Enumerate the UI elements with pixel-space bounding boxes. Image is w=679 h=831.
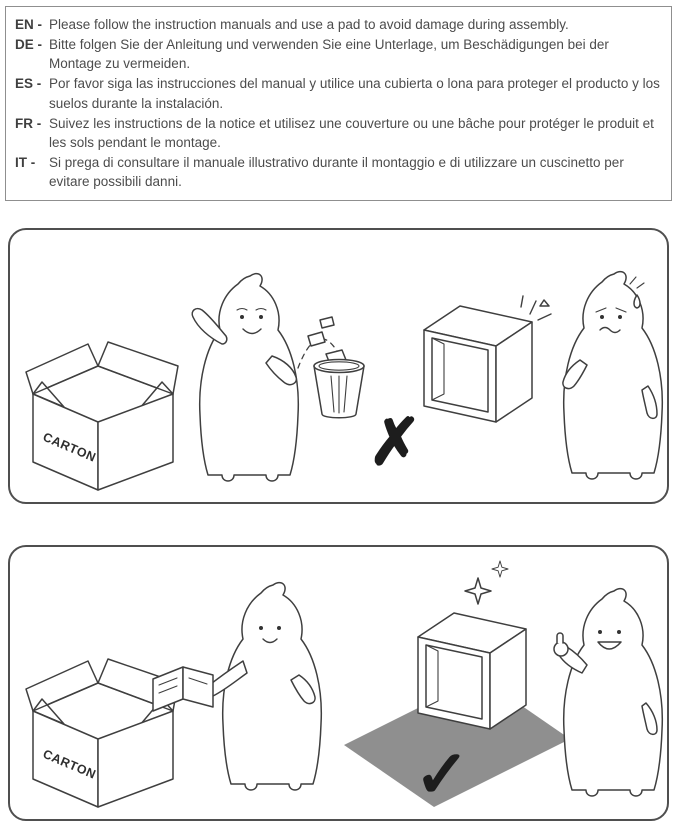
cross-mark-icon: ✗ (368, 406, 422, 480)
notice-row-it: IT - Si prega di consultare il manuale i… (15, 153, 662, 191)
notice-text-es: Por favor siga las instrucciones del man… (49, 76, 660, 111)
lang-code-en: EN - (15, 17, 42, 32)
cabinet-side-face (495, 321, 533, 423)
carton-flap-back-left (25, 343, 99, 395)
carton-rim (32, 682, 174, 712)
notice-row-es: ES - Por favor siga las instrucciones de… (15, 74, 662, 112)
notice-row-de: DE - Bitte folgen Sie der Anleitung und … (15, 35, 662, 73)
carton-box: CARTON (25, 341, 179, 491)
worried-right-arm (641, 385, 658, 420)
carton-right-face (97, 393, 174, 491)
trash-bin (313, 349, 365, 419)
mascot-reading-face (259, 626, 281, 644)
lang-code-es: ES - (15, 76, 42, 92)
lang-code-de: DE - (15, 37, 42, 53)
toss-trajectory (297, 338, 341, 369)
mascot-thumbs-up (553, 587, 664, 797)
lang-code-fr: FR - (15, 115, 42, 131)
carton-rim (32, 365, 174, 395)
carton-right-face (97, 710, 174, 808)
worried-left-arm (562, 359, 588, 390)
panel-wrong-behaviour: CARTON ✗ (8, 228, 669, 504)
impact-marks (520, 295, 552, 321)
notice-row-fr: FR - Suivez les instructions de la notic… (15, 114, 662, 152)
notice-text-it: Si prega di consultare il manuale illust… (49, 155, 624, 190)
mascot-tossing-manual (191, 272, 300, 482)
carton-flap-back-left (25, 660, 99, 712)
thumbs-up-fist (553, 641, 569, 657)
mascot-happy-face (236, 307, 267, 335)
mascot-right-arm-tossing (265, 355, 298, 386)
cabinet-opening (431, 337, 489, 413)
sparkle-icons (464, 560, 509, 605)
grin-mouth (597, 641, 622, 650)
mascot-worried-face (595, 276, 645, 334)
correct-illustration: CARTON ✓ (25, 560, 664, 814)
instruction-manual-book (152, 666, 214, 712)
mascot-worried (562, 270, 664, 480)
sweat-drop (633, 294, 641, 309)
cabinet-on-pad (417, 612, 527, 730)
panel-correct-behaviour: CARTON ✓ (8, 545, 669, 821)
notice-text-en: Please follow the instruction manuals an… (49, 17, 569, 32)
lang-code-it: IT - (15, 155, 36, 171)
thrown-manual-pages (297, 316, 341, 369)
cabinet-side-face (489, 628, 527, 730)
damaged-cabinet (423, 295, 552, 423)
mascot-reading-manual (152, 581, 323, 791)
thumbs-up-thumb (556, 632, 564, 644)
mascot-grinning-face (597, 630, 622, 650)
notice-row-en: EN - Please follow the instruction manua… (15, 15, 662, 34)
wrong-illustration: CARTON ✗ (25, 270, 664, 491)
check-mark-icon: ✓ (414, 736, 469, 813)
notice-box: EN - Please follow the instruction manua… (5, 6, 672, 202)
reading-right-arm (290, 674, 316, 705)
notice-text-de: Bitte folgen Sie der Anleitung und verwe… (49, 37, 609, 72)
mascot-left-arm (191, 307, 228, 345)
cabinet-opening (425, 644, 483, 720)
thumbs-right-arm (641, 702, 658, 736)
notice-text-fr: Suivez les instructions de la notice et … (49, 115, 654, 150)
